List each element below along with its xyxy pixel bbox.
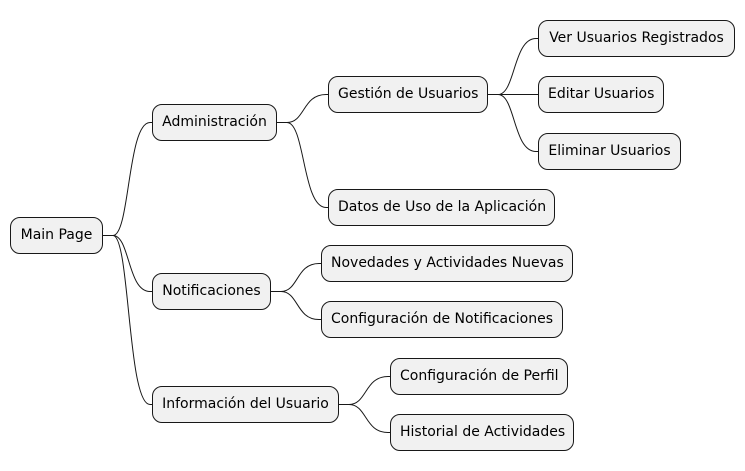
connector-node-administracion-to-node-gestion-de-usuarios — [277, 94, 328, 123]
node-configuracion-de-perfil: Configuración de Perfil — [390, 358, 568, 395]
node-main-page: Main Page — [10, 217, 103, 254]
connector-node-notificaciones-to-node-configuracion-notificaciones — [271, 291, 321, 320]
node-informacion-del-usuario: Información del Usuario — [152, 386, 339, 423]
connector-node-gestion-de-usuarios-to-node-eliminar-usuarios — [488, 94, 538, 152]
node-historial-de-actividades: Historial de Actividades — [390, 414, 574, 451]
node-administracion: Administración — [152, 104, 277, 141]
node-eliminar-usuarios: Eliminar Usuarios — [538, 133, 681, 170]
node-configuracion-notificaciones: Configuración de Notificaciones — [321, 301, 563, 338]
node-datos-de-uso: Datos de Uso de la Aplicación — [328, 189, 555, 226]
connector-node-informacion-del-usuario-to-node-configuracion-de-perfil — [339, 376, 390, 405]
node-ver-usuarios-registrados: Ver Usuarios Registrados — [538, 20, 735, 57]
node-notificaciones: Notificaciones — [152, 273, 271, 310]
connector-node-informacion-del-usuario-to-node-historial-de-actividades — [339, 404, 390, 433]
node-gestion-de-usuarios: Gestión de Usuarios — [328, 76, 488, 113]
connector-node-main-page-to-node-notificaciones — [103, 235, 152, 292]
node-editar-usuarios: Editar Usuarios — [538, 76, 664, 113]
connector-node-gestion-de-usuarios-to-node-ver-usuarios-registrados — [488, 38, 538, 95]
connector-node-main-page-to-node-administracion — [103, 122, 152, 236]
node-novedades-y-actividades: Novedades y Actividades Nuevas — [321, 245, 573, 282]
connector-node-notificaciones-to-node-novedades-y-actividades — [271, 263, 321, 292]
connector-node-main-page-to-node-informacion-del-usuario — [103, 235, 152, 405]
connector-node-administracion-to-node-datos-de-uso — [277, 122, 328, 208]
